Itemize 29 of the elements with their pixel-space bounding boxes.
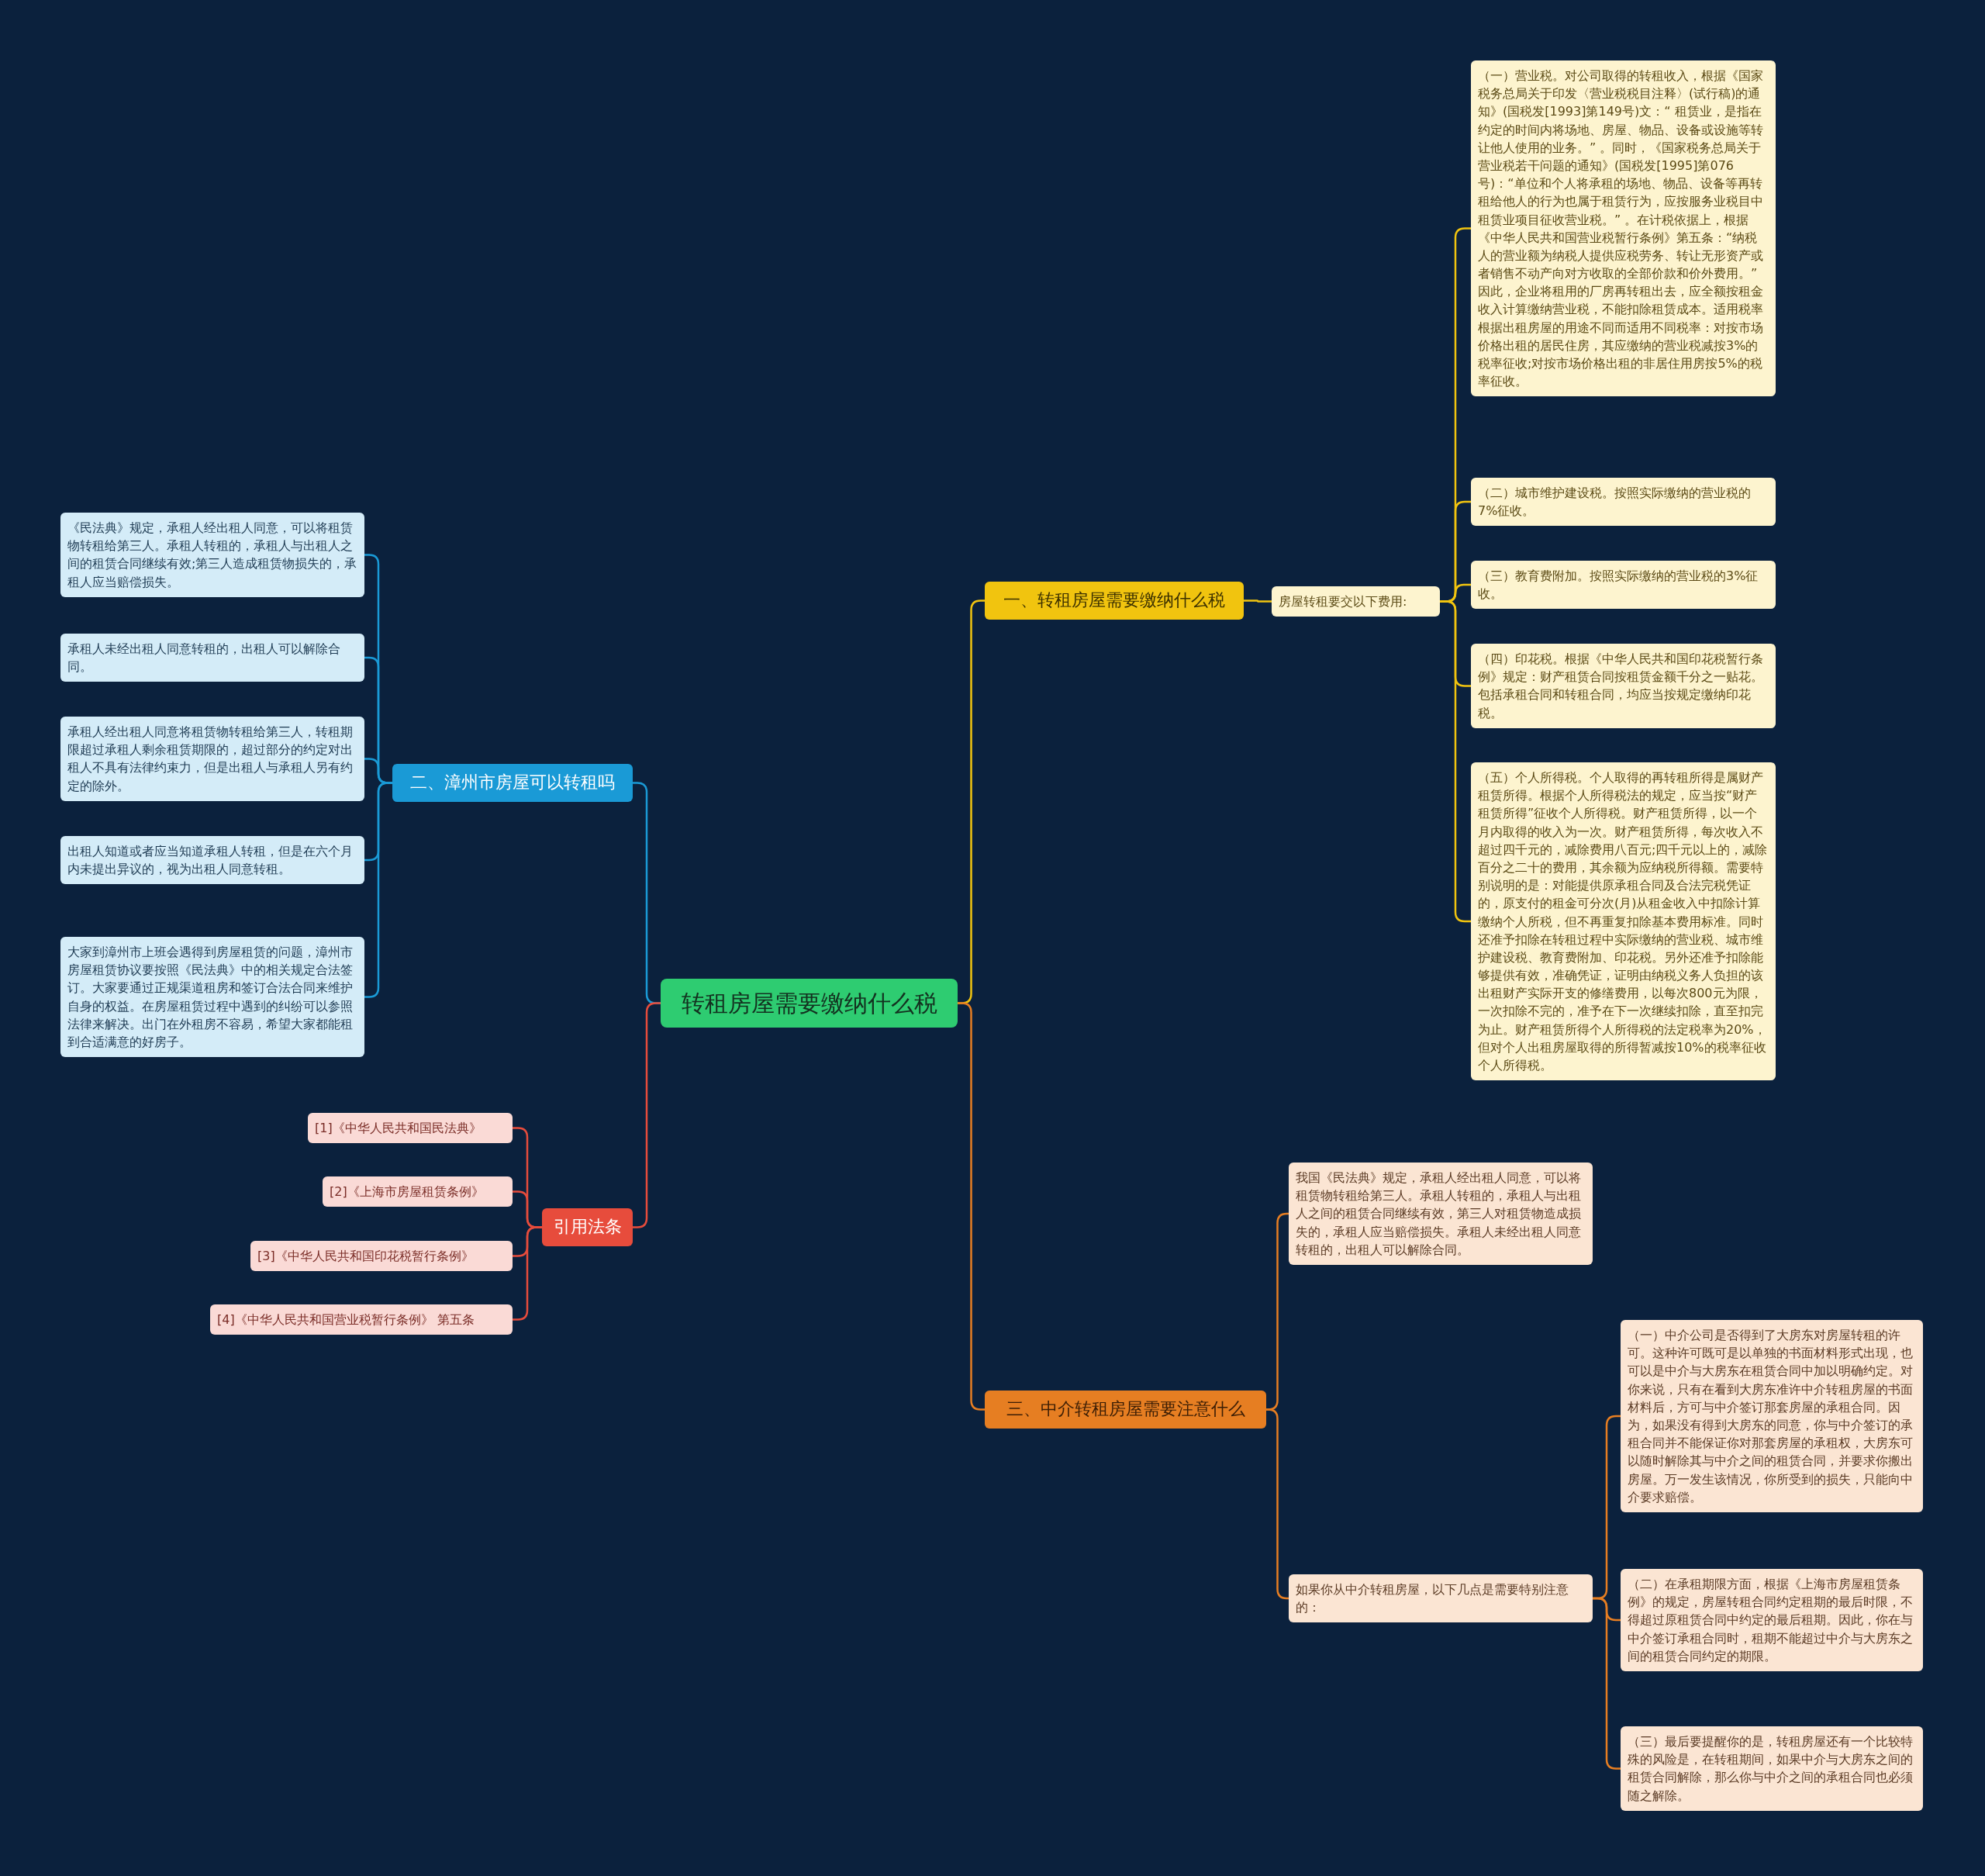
citation-card: [2]《上海市房屋租赁条例》	[323, 1176, 513, 1207]
note-card: 出租人知道或者应当知道承租人转租，但是在六个月内未提出异议的，视为出租人同意转租。	[60, 836, 364, 885]
citation-card: [3]《中华人民共和国印花税暂行条例》	[250, 1241, 513, 1272]
citation-card: [4]《中华人民共和国营业税暂行条例》 第五条	[210, 1304, 513, 1335]
note-card: 承租人未经出租人同意转租的，出租人可以解除合同。	[60, 634, 364, 682]
note-card: 大家到漳州市上班会遇得到房屋租赁的问题，漳州市房屋租赁协议要按照《民法典》中的相关规定合法签订。大家要通过正规渠道租房和签订合法合同来维护自身的权益。在房屋租赁过程中遇到的纠纷可以参照法律来解决。出门在外租房不容易，希望大家都能租到合适满意的好房子。	[60, 937, 364, 1058]
note-card: （二）城市维护建设税。按照实际缴纳的营业税的7%征收。	[1471, 478, 1776, 527]
branch-topic: 引用法条	[542, 1208, 633, 1246]
branch-topic: 一、转租房屋需要缴纳什么税	[985, 582, 1244, 620]
connector-line	[1266, 1408, 1289, 1600]
note-card: （三）教育费附加。按照实际缴纳的营业税的3%征收。	[1471, 561, 1776, 610]
note-card: 承租人经出租人同意将租赁物转租给第三人，转租期限超过承租人剩余租赁期限的，超过部分的约定对出租人不具有法律约束力，但是出租人与承租人另有约定的除外。	[60, 717, 364, 801]
note-card: （三）最后要提醒你的是，转租房屋还有一个比较特殊的风险是，在转租期间，如果中介与大房东之间的租赁合同解除，那么你与中介之间的承租合同也必须随之解除。	[1621, 1726, 1923, 1811]
note-card: 《民法典》规定，承租人经出租人同意，可以将租赁物转租给第三人。承租人转租的，承租人与出租人之间的租赁合同继续有效;第三人造成租赁物损失的，承租人应当赔偿损失。	[60, 513, 364, 597]
note-card: 房屋转租要交以下费用:	[1272, 586, 1440, 617]
note-card: （五）个人所得税。个人取得的再转租所得是属财产租赁所得。根据个人所得税法的规定，应当按“财产租赁所得”征收个人所得税。财产租赁所得，以一个月内取得的收入为一次。财产租赁所得，每次收入不超过四千元的，减除费用八百元;四千元以上的，减除百分之二十的费用，其余额为应纳税所得额。需要特别说明的是：对能提供原承租合同及合法完税凭证的，原支付的租金可分次(月)从租金收入中扣除计算缴纳个人所税，但不再重复扣除基本费用标准。同时还准予扣除在转租过程中实际缴纳的营业税、城市维护建设税、教育费附加、印花税。另外还准予扣除能够提供有效，准确凭证，证明由纳税义务人负担的该出租财产实际开支的修缮费用，以每次800元为限，一次扣除不完的，准予在下一次继续扣除，直至扣完为止。财产租赁所得个人所得税的法定税率为20%，但对个人出租房屋取得的所得暂减按10%的税率征收个人所得税。	[1471, 762, 1776, 1081]
note-card: （一）中介公司是否得到了大房东对房屋转租的许可。这种许可既可是以单独的书面材料形式出现，也可以是中介与大房东在租赁合同中加以明确约定。对你来说，只有在看到大房东准许中介转租房屋的书面材料后，方可与中介签订那套房屋的承租合同。因为，如果没有得到大房东的同意，你与中介签订的承租合同并不能保证你对那套房屋的承租权，大房东可以随时解除其与中介之间的租赁合同，并要求你搬出房屋。万一发生该情况，你所受到的损失，只能向中介要求赔偿。	[1621, 1320, 1923, 1512]
note-card: （二）在承租期限方面，根据《上海市房屋租赁条例》的规定，房屋转租合同约定租期的最后时限，不得超过原租赁合同中约定的最后租期。因此，你在与中介签订承租合同时，租期不能超过中介与大房东之间的租赁合同约定的期限。	[1621, 1569, 1923, 1671]
note-card: （四）印花税。根据《中华人民共和国印花税暂行条例》规定：财产租赁合同按租赁金额千分之一贴花。包括承租合同和转租合同，均应当按规定缴纳印花税。	[1471, 644, 1776, 728]
branch-topic: 二、漳州市房屋可以转租吗	[392, 764, 633, 802]
note-card: 如果你从中介转租房屋，以下几点是需要特别注意的：	[1289, 1574, 1593, 1623]
branch-topic: 三、中介转租房屋需要注意什么	[985, 1391, 1266, 1429]
note-card: 我国《民法典》规定，承租人经出租人同意，可以将租赁物转租给第三人。承租人转租的，承租人与出租人之间的租赁合同继续有效，第三人对租赁物造成损失的，承租人应当赔偿损失。承租人未经出租人同意转租的，出租人可以解除合同。	[1289, 1163, 1593, 1265]
connector-line	[1244, 599, 1272, 603]
connector-line	[1440, 600, 1471, 923]
connector-line	[513, 1226, 542, 1321]
central-topic: 转租房屋需要缴纳什么税	[661, 979, 958, 1028]
citation-card: [1]《中华人民共和国民法典》	[308, 1113, 513, 1144]
note-card: （一）营业税。对公司取得的转租收入，根据《国家税务总局关于印发〈营业税税目注释〉(试行稿)的通知》(国税发[1993]第149号)文：“ 租赁业，是指在约定的时间内将场地、房屋、物品、设备或设施等转让他人使用的业务。” 。同时，《国家税务总局关于营业税若干问题的通知》(国税发[1995]第076号)：“单位和个人将承租的场地、物品、设备等再转租给他人的行为也属于租赁行为，应按服务业税目中租赁业项目征收营业税。” 。在计税依据上，根据《中华人民共和国营业税暂行条例》第五条：“纳税人的营业额为纳税人提供应税劳务、转让无形资产或者销售不动产向对方收取的全部价款和价外费用。” 因此，企业将租用的厂房再转租出去，应全额按租金收入计算缴纳营业税，不能扣除租赁成本。适用税率根据出租房屋的用途不同而适用不同税率：对按市场价格出租的居民住房，其应缴纳的营业税减按3%的税率征收;对按市场价格出租的非居住用房按5%的税率征收。	[1471, 60, 1776, 397]
